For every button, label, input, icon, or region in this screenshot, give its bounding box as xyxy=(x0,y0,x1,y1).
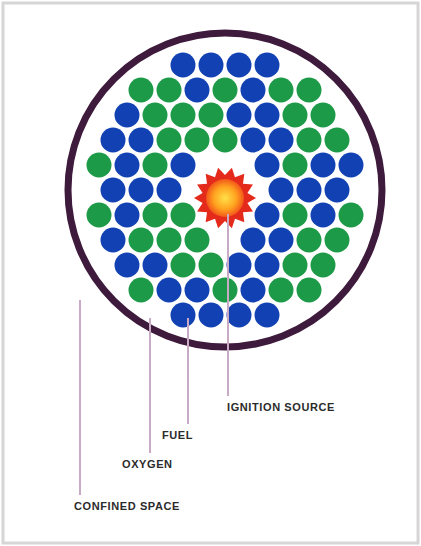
leader-line xyxy=(187,318,189,424)
molecule-dot xyxy=(213,128,238,153)
starburst-core xyxy=(206,179,244,217)
molecule-dot xyxy=(283,153,308,178)
molecule-dot xyxy=(157,228,182,253)
molecule-dot xyxy=(255,103,280,128)
part-label: FUEL xyxy=(161,429,194,442)
molecule-dot xyxy=(311,103,336,128)
part-label: CONFINED SPACE xyxy=(73,500,181,513)
molecule-dot xyxy=(171,103,196,128)
molecule-dot xyxy=(171,203,196,228)
molecule-dot xyxy=(227,53,252,78)
molecule-dot xyxy=(129,128,154,153)
molecule-dot xyxy=(171,53,196,78)
molecule-dot xyxy=(241,228,266,253)
molecule-dot xyxy=(283,203,308,228)
molecule-dot xyxy=(269,128,294,153)
molecule-dot xyxy=(171,153,196,178)
leader-line xyxy=(79,300,81,495)
molecule-dot xyxy=(255,303,280,328)
part-label: OXYGEN xyxy=(121,458,174,471)
molecule-dot xyxy=(311,153,336,178)
molecule-dot xyxy=(157,128,182,153)
molecule-dot xyxy=(255,153,280,178)
molecule-dot xyxy=(213,278,238,303)
molecule-dot xyxy=(227,253,252,278)
molecule-dot xyxy=(227,103,252,128)
molecule-dot xyxy=(241,128,266,153)
molecule-dot xyxy=(283,103,308,128)
molecule-dot xyxy=(143,153,168,178)
molecule-dot xyxy=(255,253,280,278)
molecule-dot xyxy=(87,153,112,178)
molecule-dot xyxy=(185,228,210,253)
molecule-dot xyxy=(143,253,168,278)
molecule-dot xyxy=(157,278,182,303)
molecule-dot xyxy=(87,203,112,228)
molecule-dot xyxy=(213,78,238,103)
molecule-dot xyxy=(157,178,182,203)
molecule-dot xyxy=(143,203,168,228)
molecule-dot xyxy=(157,78,182,103)
molecule-dot xyxy=(129,278,154,303)
molecule-dot xyxy=(241,278,266,303)
molecule-dot xyxy=(115,153,140,178)
molecule-dot xyxy=(227,303,252,328)
molecule-dot xyxy=(101,178,126,203)
molecule-dot xyxy=(171,303,196,328)
molecule-dot xyxy=(171,253,196,278)
molecule-dot xyxy=(199,53,224,78)
molecule-dot xyxy=(185,78,210,103)
molecule-dot xyxy=(325,178,350,203)
molecule-dot xyxy=(241,78,266,103)
molecule-dot xyxy=(199,103,224,128)
molecule-dot xyxy=(255,53,280,78)
ignition-starburst xyxy=(194,168,256,228)
molecule-dot xyxy=(283,253,308,278)
image-frame xyxy=(3,3,418,543)
leader-line xyxy=(227,214,229,396)
molecule-dot xyxy=(115,253,140,278)
molecule-dot xyxy=(101,228,126,253)
molecule-dot xyxy=(325,228,350,253)
molecule-dot xyxy=(255,203,280,228)
molecule-dot xyxy=(143,103,168,128)
molecule-dot xyxy=(269,228,294,253)
molecule-dot xyxy=(129,178,154,203)
molecule-dot xyxy=(101,128,126,153)
molecule-dot xyxy=(129,228,154,253)
molecule-dot xyxy=(297,228,322,253)
molecule-dot xyxy=(199,253,224,278)
molecule-dot xyxy=(297,128,322,153)
molecule-dot xyxy=(115,103,140,128)
molecule-dot xyxy=(199,303,224,328)
molecule-dot xyxy=(269,178,294,203)
molecule-dot xyxy=(269,78,294,103)
part-label: IGNITION SOURCE xyxy=(226,401,336,414)
molecule-dot xyxy=(297,278,322,303)
starburst-spikes xyxy=(194,168,256,228)
molecule-dot xyxy=(311,253,336,278)
leader-lines xyxy=(80,214,228,495)
molecule-dot xyxy=(339,153,364,178)
molecule-dot xyxy=(297,178,322,203)
molecule-dot xyxy=(311,203,336,228)
molecule-dot xyxy=(325,128,350,153)
molecule-dot xyxy=(297,78,322,103)
molecule-dot xyxy=(185,278,210,303)
molecule-dot xyxy=(185,128,210,153)
molecule-dot xyxy=(129,78,154,103)
confined-space-boundary xyxy=(68,33,382,347)
molecule-dot xyxy=(115,203,140,228)
molecule-dots xyxy=(87,53,364,328)
leader-line xyxy=(149,318,151,453)
molecule-dot xyxy=(269,278,294,303)
molecule-dot xyxy=(339,203,364,228)
